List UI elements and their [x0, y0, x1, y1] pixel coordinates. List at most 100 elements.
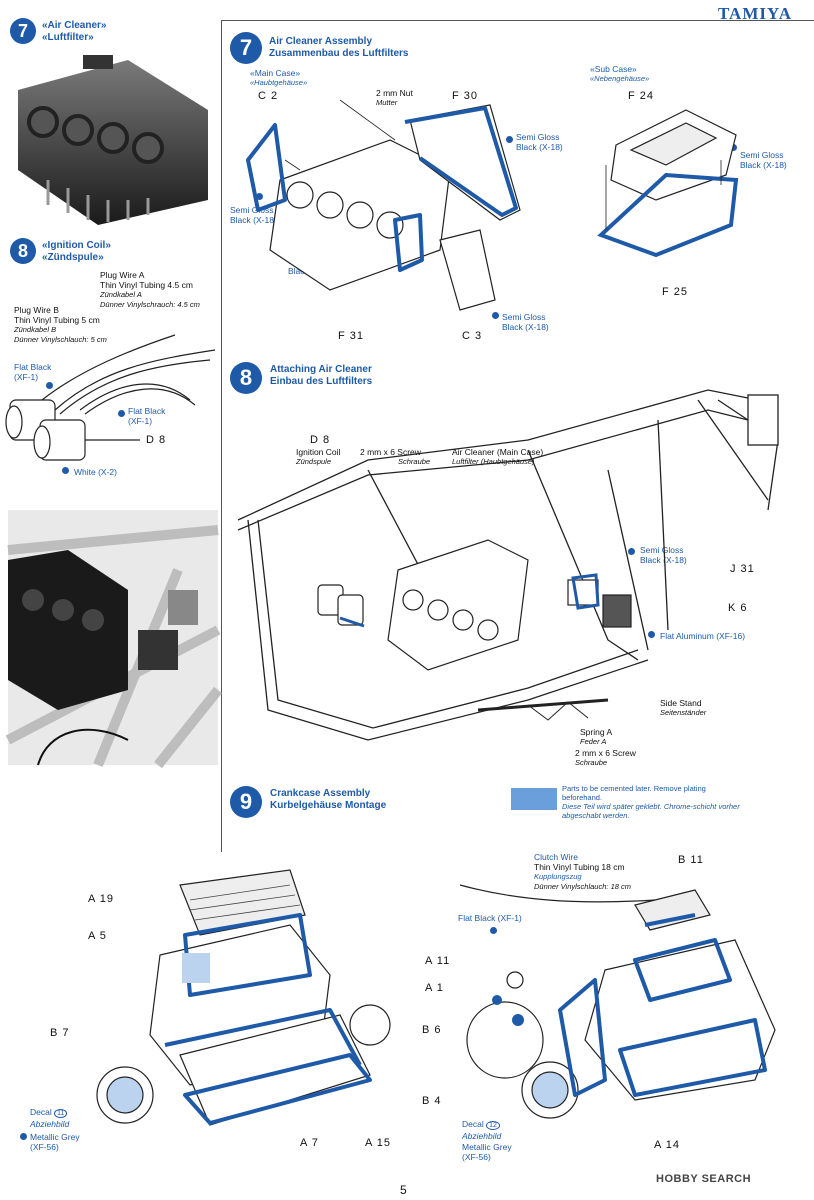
clutch-tube-de: Dünner Vinylschlauch: 18 cm [534, 882, 631, 891]
paint-name: Semi Gloss [740, 150, 784, 160]
left-step7-title-en: «Air Cleaner» [42, 20, 107, 31]
paint-dot [492, 312, 499, 319]
decal-12-label: Decal 12 Abziehbild [462, 1119, 501, 1141]
step8-title: Attaching Air Cleaner Einbau des Luftfil… [270, 364, 372, 388]
watermark: HOBBY SEARCH [656, 1173, 752, 1185]
paint-name: Metallic Grey [462, 1142, 512, 1152]
plug-wire-a-name-de: Zündkabel A [100, 290, 142, 299]
column-divider [221, 20, 222, 852]
paint-dot [628, 548, 635, 555]
screw-en: 2 mm x 6 Screw [360, 447, 421, 457]
paint-dot [62, 467, 69, 474]
paint-sgb-5: Semi Gloss Black (X-18) [740, 150, 787, 170]
clutch-en: Clutch Wire [534, 852, 578, 862]
screw2-de: Schraube [575, 758, 608, 767]
paint-code: Black (X-18) [740, 160, 787, 170]
step7-title-en: Air Cleaner Assembly [269, 36, 373, 47]
paint-name: Semi Gloss [230, 205, 274, 215]
paint-code: Black (X-18) [230, 215, 277, 225]
cement-later-swatch [511, 788, 557, 810]
part-k6: K 6 [728, 602, 748, 614]
decal-text: Decal [30, 1107, 52, 1117]
paint-code: Black (X-18) [516, 142, 563, 152]
sub-case-de: «Nebengehäuse» [590, 74, 650, 83]
main-case-de: «Haubtgehäuse» [250, 78, 308, 87]
part-f31: F 31 [338, 330, 365, 342]
paint-metallic-grey-2: Metallic Grey (XF-56) [462, 1142, 512, 1162]
step8-title-en: Attaching Air Cleaner [270, 364, 372, 375]
step9-title-de: Kurbelgehäuse Montage [270, 800, 387, 811]
left-step7-title-de: «Luftfilter» [42, 32, 94, 43]
main-case-en: «Main Case» [250, 68, 301, 78]
left-step7-title: «Air Cleaner» «Luftfilter» [42, 20, 106, 44]
sub-case-label: «Sub Case» «Nebengehäuse» [590, 64, 649, 84]
main-case-label: «Main Case» «Haubtgehäuse» [250, 68, 307, 88]
plug-wire-a-label: Plug Wire A Thin Vinyl Tubing 4.5 cm Zün… [100, 270, 200, 310]
plug-wire-b-tube: Thin Vinyl Tubing 5 cm [14, 315, 100, 325]
part-a5: A 5 [88, 930, 107, 942]
plug-wire-b-name: Plug Wire B [14, 305, 59, 315]
left-step7-badge: 7 [10, 18, 36, 44]
stand-en: Side Stand [660, 698, 702, 708]
paint-sgb-4: Semi Gloss Black (X-18) [502, 312, 549, 332]
step7-badge: 7 [230, 32, 262, 64]
paint-metallic-grey-1: Metallic Grey (XF-56) [30, 1132, 80, 1152]
frame-drawing [237, 389, 779, 741]
top-rule [221, 20, 814, 21]
step7-title-de: Zusammenbau des Luftfilters [269, 48, 409, 59]
stand-de: Seitenständer [660, 708, 707, 717]
part-c2: C 2 [258, 90, 279, 102]
paint-flat-black-step9: Flat Black (XF-1) [458, 913, 522, 923]
part-a14: A 14 [654, 1139, 681, 1151]
legend-text: Parts to be cemented later. Remove plati… [562, 784, 742, 820]
step9-title: Crankcase Assembly Kurbelgehäuse Montage [270, 788, 386, 812]
coil-en: Ignition Coil [296, 447, 341, 457]
paint-flat-black-1: Flat Black (XF-1) [14, 362, 51, 382]
plug-wire-a-tube: Thin Vinyl Tubing 4.5 cm [100, 280, 193, 290]
legend-en: Parts to be cemented later. Remove plati… [562, 784, 706, 802]
frame-photo [5, 510, 222, 769]
decal-de: Abziehbild [462, 1131, 502, 1141]
paint-white: White (X-2) [74, 467, 117, 477]
paint-name: Semi Gloss [516, 132, 560, 142]
decal-num: 11 [54, 1109, 68, 1118]
paint-dot [118, 410, 125, 417]
decal-text: Decal [462, 1119, 484, 1129]
side-stand-label: Side Stand Seitenständer [660, 698, 706, 718]
paint-name: Flat Black [128, 406, 166, 416]
decal-11-label: Decal 11 Abziehbild [30, 1107, 69, 1129]
paint-code: Black (X-18) [640, 555, 687, 565]
part-a15: A 15 [365, 1137, 392, 1149]
paint-dot [20, 1133, 27, 1140]
engine-left-drawing [96, 869, 391, 1126]
paint-dot [490, 927, 497, 934]
step9-title-en: Crankcase Assembly [270, 788, 371, 799]
engine-right-drawing [459, 884, 776, 1119]
paint-dot [730, 144, 737, 151]
paint-name: Semi Gloss [502, 312, 546, 322]
part-b6: B 6 [422, 1024, 442, 1036]
paint-dot [506, 136, 513, 143]
step8-title-de: Einbau des Luftfilters [270, 376, 373, 387]
part-a11: A 11 [425, 955, 451, 967]
part-b7: B 7 [50, 1027, 70, 1039]
paint-name: Metallic Grey [30, 1132, 80, 1142]
step8-badge: 8 [230, 362, 262, 394]
plug-wire-a-tube-de: Dünner Vinylschrauch: 4.5 cm [100, 300, 200, 309]
part-b4: B 4 [422, 1095, 442, 1107]
cleaner-en: Air Cleaner (Main Case) [452, 447, 544, 457]
left-step8-badge: 8 [10, 238, 36, 264]
paint-code: (XF-1) [14, 372, 39, 382]
brand-logo: TAMIYA [717, 4, 792, 23]
part-c3: C 3 [462, 330, 483, 342]
ignition-coil-label: Ignition Coil Zündspule [296, 447, 340, 467]
paint-name: Semi Gloss [640, 545, 684, 555]
paint-dot [256, 193, 263, 200]
nut-label: 2 mm Nut Mutter [376, 88, 413, 108]
screw2-en: 2 mm x 6 Screw [575, 748, 636, 758]
ignition-coil-drawing [5, 334, 216, 461]
plug-wire-a-name: Plug Wire A [100, 270, 145, 280]
part-b11: B 11 [678, 854, 704, 866]
plug-wire-b-label: Plug Wire B Thin Vinyl Tubing 5 cm Zündk… [14, 305, 107, 345]
cleaner-de: Luftfilter (Haubtgehäuse) [452, 457, 535, 466]
